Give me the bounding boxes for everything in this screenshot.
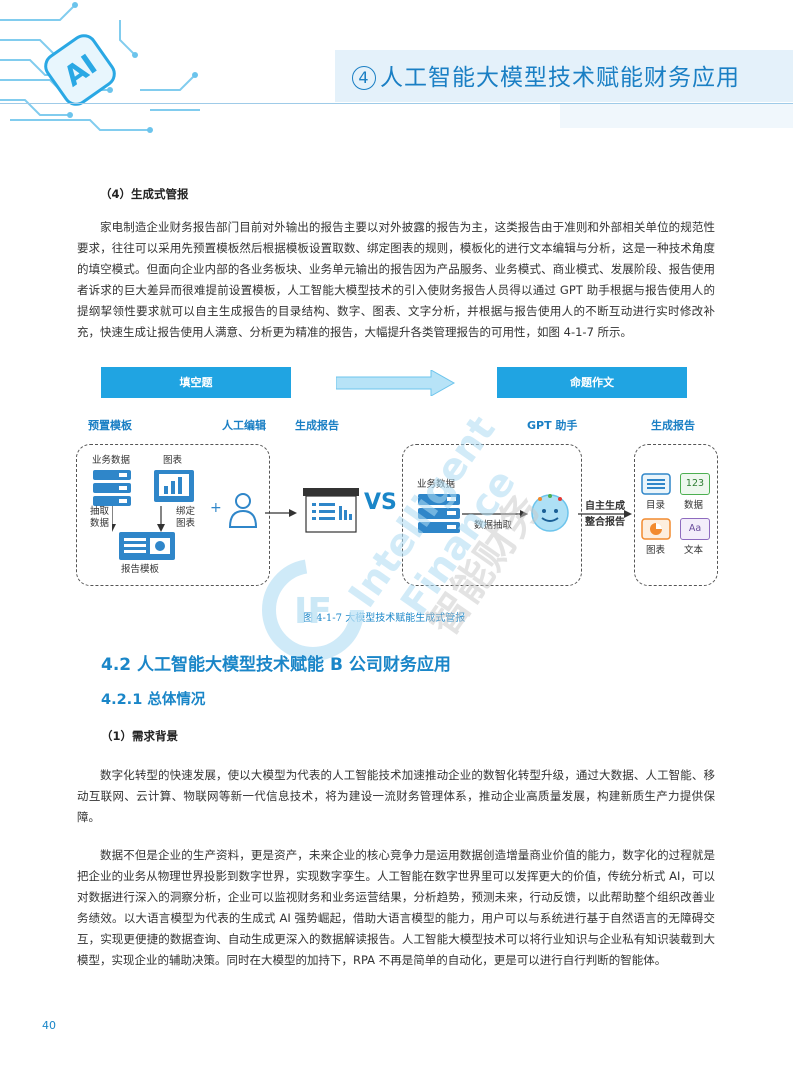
text-label: 文本 bbox=[684, 545, 704, 556]
data-label: 数据 bbox=[684, 500, 704, 511]
chart-label-2: 图表 bbox=[646, 545, 666, 556]
label-generate-report-left: 生成报告 bbox=[295, 419, 339, 432]
flow-arrows-left bbox=[112, 506, 165, 532]
bar-fill-blank: 填空题 bbox=[101, 367, 291, 398]
database-icon bbox=[93, 470, 131, 506]
toc-icon bbox=[641, 473, 671, 495]
figure-4-1-7: 填空题 命题作文 预置模板 人工编辑 生成报告 GPT 助手 生成报告 业务数据… bbox=[0, 360, 793, 630]
header-rule bbox=[0, 103, 793, 104]
data-extract-label: 数据抽取 bbox=[474, 520, 513, 531]
bar-proposition-essay: 命题作文 bbox=[497, 367, 687, 398]
header-band bbox=[335, 50, 793, 102]
bind-chart-label: 绑定 图表 bbox=[176, 506, 196, 529]
pie-chart-icon bbox=[641, 518, 671, 540]
ai-circuit-logo: AI bbox=[0, 0, 200, 140]
auto-generate-label: 自主生成 整合报告 bbox=[585, 501, 625, 528]
database-icon-2 bbox=[418, 494, 460, 533]
gpt-assistant-group bbox=[402, 444, 582, 586]
arrow-integrate bbox=[578, 510, 632, 518]
body-paragraph: 家电制造企业财务报告部门目前对外输出的报告主要以对外披露的报告为主，这类报告由于… bbox=[77, 220, 715, 339]
subsection-heading: （4）生成式管报 bbox=[100, 187, 189, 201]
body-paragraph-1: 数字化转型的快速发展，使以大模型为代表的人工智能技术加速推动企业的数智化转型升级… bbox=[77, 768, 715, 824]
section-heading-4-2-1: 4.2.1 总体情况 bbox=[101, 692, 206, 708]
extract-data-label: 抽取 数据 bbox=[90, 506, 110, 529]
subsection-heading-demand: （1）需求背景 bbox=[101, 729, 179, 743]
output-group bbox=[634, 444, 718, 586]
report-template-label: 报告模板 bbox=[121, 564, 160, 575]
bar-chart-icon bbox=[154, 470, 194, 502]
business-data-label-2: 业务数据 bbox=[417, 479, 456, 490]
gpt-bot-icon bbox=[531, 494, 569, 532]
label-preset-template: 预置模板 bbox=[88, 419, 132, 432]
arrow-to-report bbox=[265, 509, 297, 517]
label-manual-edit: 人工编辑 bbox=[222, 419, 266, 432]
chart-label: 图表 bbox=[163, 455, 183, 466]
label-generate-report-right: 生成报告 bbox=[651, 419, 695, 432]
body-paragraph-2: 数据不但是企业的生产资料，更是资产，未来企业的核心竞争力是运用数据创造增量商业价… bbox=[77, 848, 715, 967]
page-number: 40 bbox=[42, 1019, 56, 1032]
plus-sign: + bbox=[210, 500, 222, 516]
section-heading-4-2: 4.2 人工智能大模型技术赋能 B 公司财务应用 bbox=[101, 655, 451, 675]
toc-label: 目录 bbox=[646, 500, 666, 511]
report-template-icon bbox=[119, 532, 175, 560]
label-gpt-assistant: GPT 助手 bbox=[527, 419, 578, 432]
versus-label: VS bbox=[364, 490, 397, 515]
generated-report-icon bbox=[303, 488, 359, 533]
chapter-number: 4 bbox=[352, 66, 376, 90]
big-arrow bbox=[336, 370, 456, 396]
chapter-title-text: 人工智能大模型技术赋能财务应用 bbox=[380, 65, 740, 91]
arrow-data-extract bbox=[462, 510, 528, 518]
header-block bbox=[560, 104, 793, 128]
preset-template-group bbox=[76, 444, 270, 586]
text-icon: Aa bbox=[680, 518, 710, 540]
numbers-icon: 123 bbox=[680, 473, 710, 495]
business-data-label: 业务数据 bbox=[92, 455, 131, 466]
person-icon bbox=[228, 493, 258, 528]
figure-caption: 图 4-1-7 大模型技术赋能生成式管报 bbox=[303, 613, 466, 624]
